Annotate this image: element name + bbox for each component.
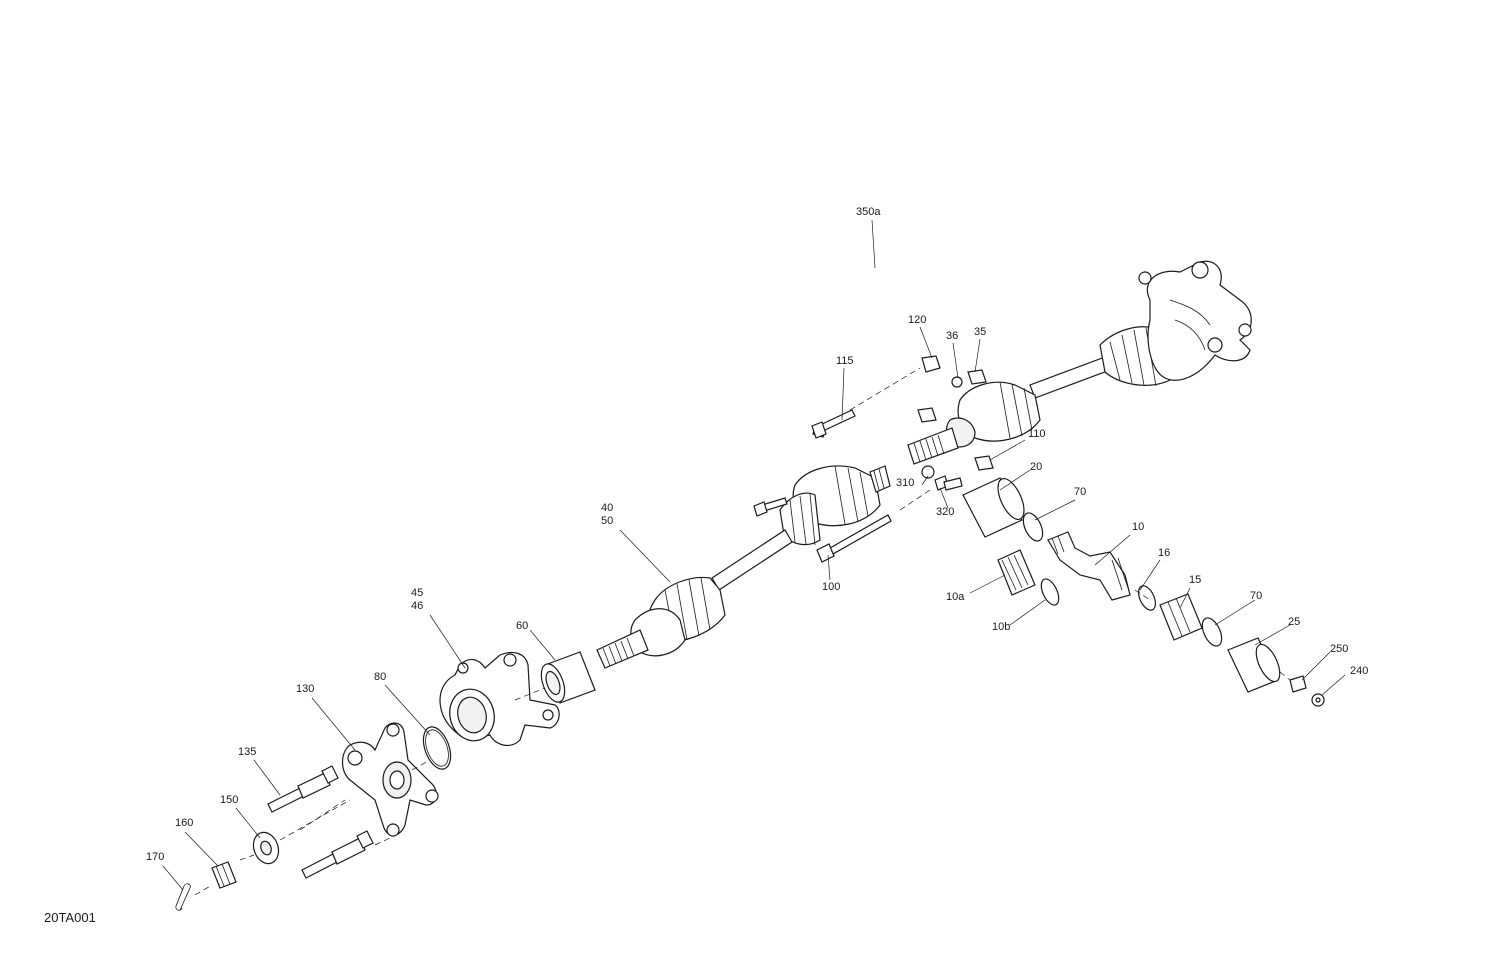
callout-70: 70: [1074, 486, 1086, 498]
callout-16: 16: [1158, 547, 1170, 559]
callout-60: 60: [516, 620, 528, 632]
callout-115: 115: [836, 355, 854, 367]
callout-120: 120: [908, 314, 926, 326]
callout-80: 80: [374, 671, 386, 683]
callout-40: 40: [601, 502, 613, 514]
steering-knuckle: [439, 651, 560, 747]
snap-ring-80: [422, 726, 452, 770]
callout-50: 50: [601, 515, 613, 527]
vent-hose-350a: [786, 91, 974, 442]
callout-36: 36: [946, 330, 958, 342]
callout-150: 150: [220, 794, 238, 806]
callout-320: 320: [936, 506, 954, 518]
callout-20: 20: [1030, 461, 1042, 473]
wheel-bearing-60: [540, 651, 596, 704]
callout-170: 170: [146, 851, 164, 863]
callout-100: 100: [822, 581, 840, 593]
assembly-axes: [194, 367, 1291, 896]
callout-10a: 10a: [946, 591, 965, 603]
callout-240: 240: [1350, 665, 1368, 677]
left-drive-shaft: [596, 465, 891, 669]
wheel-hub-130: [341, 722, 439, 837]
callout-25: 25: [1288, 616, 1300, 628]
castle-nut-160: [211, 861, 237, 889]
callout-350a: 350a: [856, 206, 881, 218]
callout-10: 10: [1132, 521, 1144, 533]
callout-250: 250: [1330, 643, 1348, 655]
differential-parts: [962, 477, 1325, 707]
callout-15: 15: [1189, 574, 1201, 586]
right-drive-shaft: [907, 260, 1252, 465]
callout-35: 35: [974, 326, 986, 338]
callout-10b: 10b: [992, 621, 1010, 633]
callout-130: 130: [296, 683, 314, 695]
cotter-pin-170: [175, 883, 191, 911]
washer-150: [252, 831, 280, 865]
callout-310: 310: [896, 477, 914, 489]
callout-110: 110: [1028, 428, 1046, 440]
wheel-studs-135: [267, 765, 374, 879]
callout-labels: 350a 120 36 35 115 110 20 310 320 70 40 …: [146, 206, 1368, 863]
diagram-code: 20TA001: [44, 910, 96, 925]
callout-46: 46: [411, 600, 423, 612]
callout-45: 45: [411, 587, 423, 599]
callout-135: 135: [238, 746, 256, 758]
leader-lines: [162, 219, 1346, 891]
callout-160: 160: [175, 817, 193, 829]
hardware: [753, 355, 994, 563]
callout-70-b: 70: [1250, 590, 1262, 602]
